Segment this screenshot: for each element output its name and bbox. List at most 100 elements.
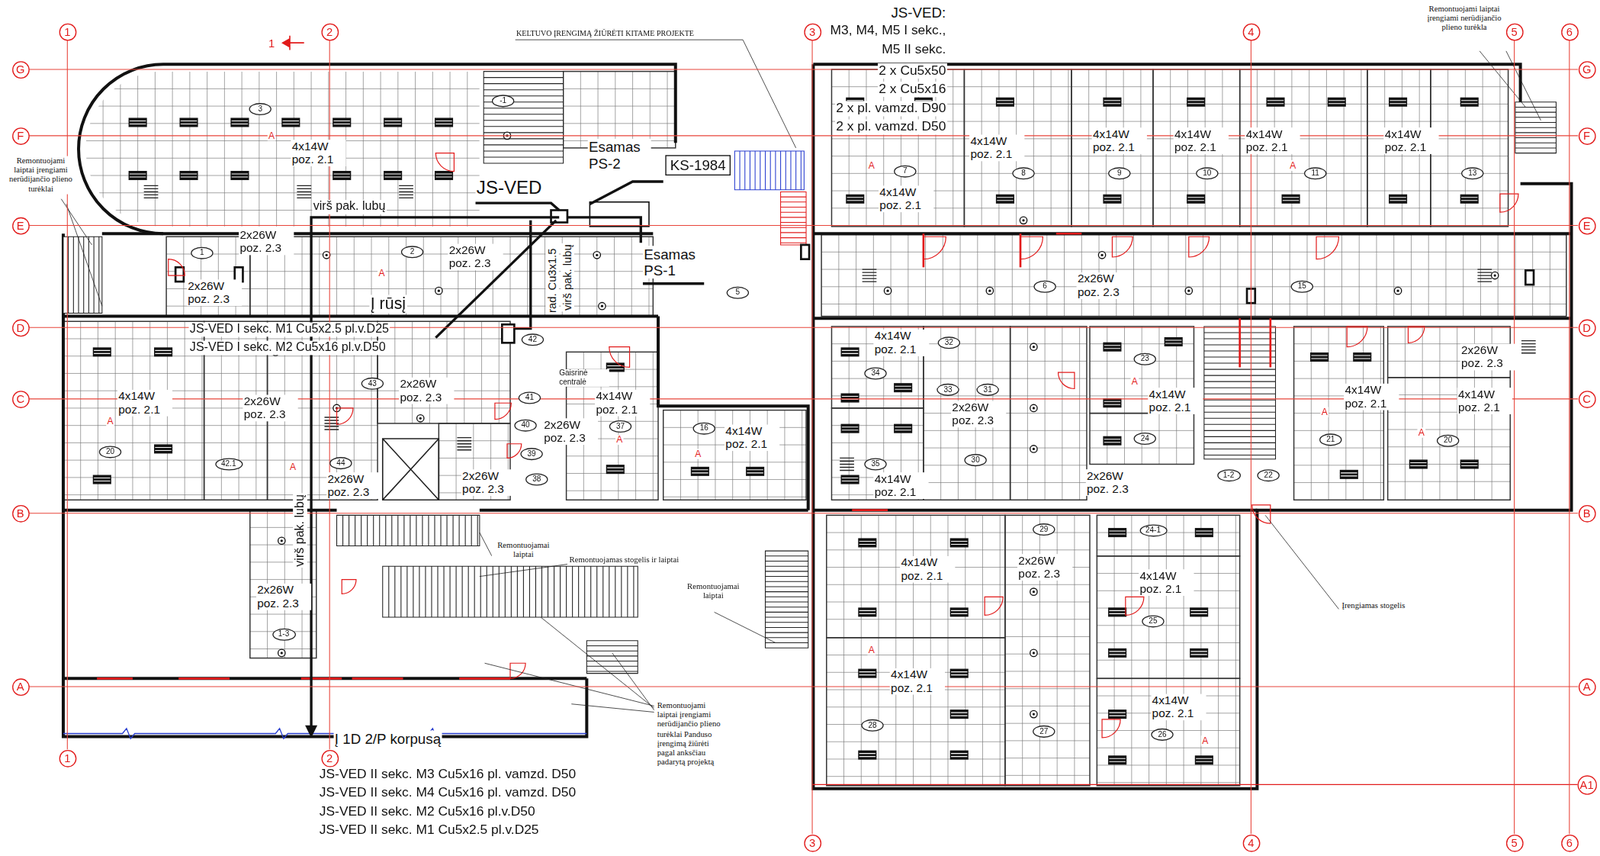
downlight-dot [1187,289,1190,293]
luminaire-body [128,170,148,180]
ceiling-grid-lines [821,234,1567,317]
luminaire-body [1102,436,1122,446]
ceiling-grid-lines [63,321,205,500]
cable-note: virš pak. lubų [311,199,386,214]
luminaire-symbol [1102,436,1122,446]
room-number: 9 [1108,167,1131,180]
room-number: 34 [864,366,887,380]
luminaire-body [950,709,969,719]
luminaire-symbol [332,117,351,127]
luminaire-body [1195,755,1214,765]
room-number: 43 [361,377,384,390]
axis-bubble: 3 [803,833,822,852]
window-mark [459,677,511,680]
downlight-ring [1491,271,1499,279]
luminaire-tubes [154,446,171,450]
leader-line [714,611,776,643]
room-wall [1096,677,1240,785]
window-mark [922,233,926,267]
door-swing [1500,193,1519,213]
electrical-box [1525,269,1534,285]
room-wall [826,514,1006,637]
direction-note: Į 1D 2/P korpusą [334,730,443,748]
luminaire-body [383,170,402,180]
luminaire-tubes [1104,345,1121,349]
room-number: 15 [1291,280,1314,293]
luminaire-body [434,170,454,180]
luminaire-symbol [950,537,969,547]
luminaire-tubes [841,427,858,431]
room-number: 31 [976,383,999,396]
window-mark [1056,232,1082,235]
luminaire-tubes [435,120,452,124]
room-wall [1096,514,1240,556]
luminaire-body [332,170,351,180]
luminaire-tubes [894,385,911,389]
axis-bubble: 5 [1505,22,1523,41]
marker-letter: A [106,416,115,428]
door-swing [1252,504,1271,524]
luminaire-tubes [1108,530,1125,534]
stair-hatch [63,236,103,313]
node-text: A1 [1580,778,1594,791]
luminaire-symbol [857,668,877,678]
node-text: 25 [1148,616,1157,625]
luminaire-body [179,170,198,180]
luminaire-body [1186,194,1205,204]
fixture-label: 4x14W poz. 2.1 [878,185,934,213]
wall-line [812,64,1572,788]
luminaire-body [857,750,877,760]
node-text: B [1583,507,1591,519]
marker-letter: A [1130,375,1140,387]
axis-line [28,512,1578,514]
axis-bubble: 6 [1560,22,1578,41]
note-text: Remontuojamai laiptai [681,581,746,601]
luminaire-body [1108,607,1127,617]
room-wall [963,69,1071,227]
luminaire-body [93,346,112,357]
room-number: 13 [1461,167,1484,180]
luminaire-body [1310,352,1329,362]
luminaire-body [93,475,112,485]
downlight-ring [1030,648,1038,656]
luminaire-body [1189,648,1209,658]
node-text: 8 [1021,169,1026,177]
axis-bubble: 3 [803,22,822,41]
door-swing [1125,596,1144,615]
luminaire-body [281,117,300,127]
ceiling-grid-lines [1430,69,1509,227]
axis-line [28,68,1578,70]
electrical-box [175,266,184,282]
luminaire-symbol [1186,194,1205,204]
node-text: 16 [700,424,709,433]
wall-line [63,676,587,680]
downlight-dot [1032,651,1035,654]
room-number: 40 [514,419,537,432]
vent-grille [1521,340,1536,354]
downlight-ring [598,302,606,310]
ceiling-grid-lines [1010,326,1087,500]
room-wall [831,69,964,227]
luminaire-symbol [1108,527,1127,537]
luminaire-body [1195,527,1214,537]
luminaire-tubes [129,120,146,124]
ceiling-grid-lines [1096,514,1240,556]
node-text: D [1582,321,1591,334]
node-text: G [1582,64,1591,76]
node-text: B [16,507,25,519]
marker-letter: A [867,644,876,656]
vent-grille [839,457,855,470]
luminaire-tubes [607,365,624,369]
downlight-ring [883,286,891,294]
cable-route [567,217,641,243]
axis-line [1568,40,1570,834]
luminaire-body [950,668,969,678]
cable-spec: JS-VED II sekc. M3 Cu5x16 pl. vamzd. D50 [318,767,577,783]
luminaire-symbol [1339,469,1359,479]
downlight-ring [1019,216,1027,224]
section-mark: 1 [267,36,277,50]
luminaire-tubes [1195,530,1212,534]
fixture-label: 2x26W poz. 2.3 [398,377,454,405]
downlight-ring [593,251,601,259]
ceiling-grid-lines [826,637,1006,786]
